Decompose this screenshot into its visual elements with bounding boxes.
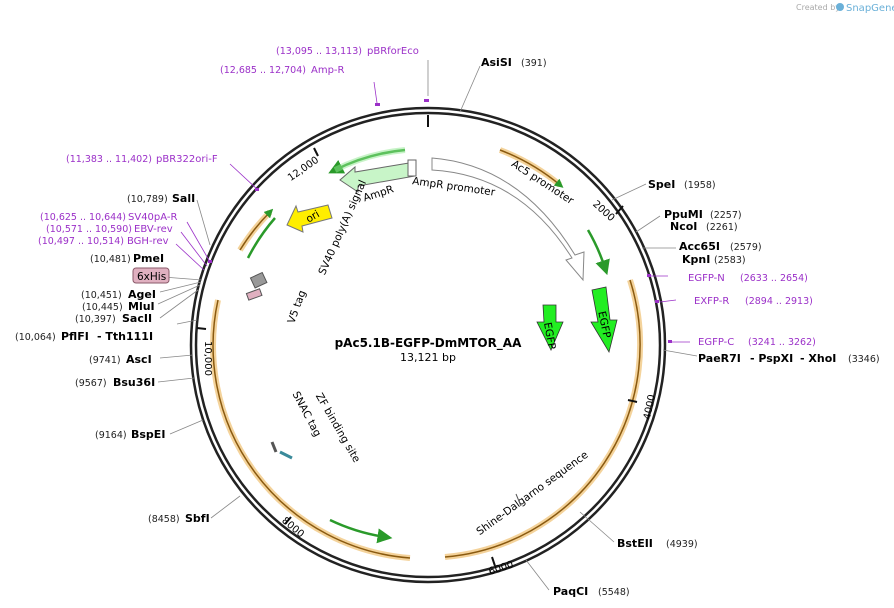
primer-pbr322ori: pBR322ori-F: [156, 154, 218, 165]
tick-4000: 4000: [642, 394, 658, 421]
site-sacii: SacII: [122, 312, 152, 325]
site-spei-pos: (1958): [684, 180, 716, 191]
feature-ori: ori: [304, 208, 322, 225]
plasmid-size: 13,121 bp: [400, 351, 456, 364]
site-mlui: MluI: [128, 300, 155, 313]
primer-ampr: Amp-R: [311, 65, 345, 76]
credit-prefix: Created by: [796, 3, 840, 12]
primer-egfpn: EGFP-N: [688, 273, 725, 284]
primer-ebvrev-pos: (10,571 .. 10,590): [46, 224, 132, 235]
primer-egfpc: EGFP-C: [698, 337, 734, 348]
site-pmei-pos: (10,481): [90, 254, 131, 265]
snapgene-logo-icon: [836, 3, 844, 11]
site-pflfi-pos: (10,064): [15, 332, 56, 343]
site-kpni-pos: (2583): [714, 255, 746, 266]
site-spei: SpeI: [648, 178, 675, 191]
site-tth111i: - Tth111I: [97, 330, 153, 343]
primer-egfpc-pos: (3241 .. 3262): [748, 337, 816, 348]
snac-tag-mark: [279, 450, 293, 460]
primer-bghrev-pos: (10,497 .. 10,514): [38, 236, 124, 247]
site-paqci: PaqCI: [553, 585, 588, 598]
site-ppumi: PpuMI: [664, 208, 703, 221]
site-acc65i: Acc65I: [679, 240, 720, 253]
sixhis-label: 6xHis: [137, 271, 166, 283]
feature-egfp-1: EGFP: [541, 321, 558, 350]
primer-pbrforeco-pos: (13,095 .. 13,113): [276, 46, 362, 57]
site-bsu36i: Bsu36I: [113, 376, 155, 389]
site-paer7i: PaeR7I: [698, 352, 741, 365]
site-sacii-pos: (10,397): [75, 314, 116, 325]
site-mlui-pos: (10,445): [82, 302, 123, 313]
site-agei-pos: (10,451): [81, 290, 122, 301]
primer-egfpn-pos: (2633 .. 2654): [740, 273, 808, 284]
site-pspxi: - PspXI: [750, 352, 793, 365]
tick-6000: 6000: [487, 559, 515, 577]
primer-pbr322ori-pos: (11,383 .. 11,402): [66, 154, 152, 165]
primer-pbrforeco: pBRforEco: [367, 46, 419, 57]
site-ppumi-pos: (2257): [710, 210, 742, 221]
site-bsteii-pos: (4939): [666, 539, 698, 550]
backbone-outer-ring: [189, 106, 667, 584]
site-pmei: PmeI: [133, 252, 164, 265]
primer-exfpr: EXFP-R: [694, 296, 729, 307]
site-pflfi: PflFI: [61, 330, 89, 343]
site-bsu36i-pos: (9567): [75, 378, 107, 389]
sv40-polya-box: [249, 271, 268, 289]
primer-bghrev: BGH-rev: [127, 236, 169, 247]
orf-arrow-right: [586, 229, 610, 276]
site-agei: AgeI: [128, 288, 156, 301]
feature-egfp-2: EGFP: [595, 310, 612, 339]
site-ncoi: NcoI: [670, 220, 697, 233]
plasmid-name: pAc5.1B-EGFP-DmMTOR_AA: [335, 336, 523, 351]
site-bspei-pos: (9164): [95, 430, 127, 441]
site-sali: SalI: [172, 192, 195, 205]
site-asci: AscI: [126, 353, 152, 366]
ampr-arrow: [339, 161, 416, 193]
v5-tag-box: [245, 288, 263, 301]
site-asisi-pos: (391): [521, 58, 547, 69]
site-asci-pos: (9741): [89, 355, 121, 366]
site-bspei: BspEI: [131, 428, 165, 441]
site-sali-pos: (10,789): [127, 194, 168, 205]
site-paer7i-pos: (3346): [848, 354, 880, 365]
primer-sv40pa: SV40pA-R: [128, 212, 177, 223]
orf-arrow-bottom: [329, 518, 393, 544]
tick-10000: 10,000: [202, 341, 213, 376]
zf-binding-mark: [270, 441, 278, 453]
site-kpni: KpnI: [682, 253, 710, 266]
primer-ebvrev: EBV-rev: [134, 224, 173, 235]
ampr-promoter-box: [407, 159, 417, 177]
site-sbfi: SbfI: [185, 512, 210, 525]
site-asisi: AsiSI: [481, 56, 512, 69]
site-paqci-pos: (5548): [598, 587, 630, 598]
ori-arrow: [286, 204, 333, 233]
site-acc65i-pos: (2579): [730, 242, 762, 253]
sixhis-badge: [132, 267, 170, 284]
primer-sv40pa-pos: (10,625 .. 10,644): [40, 212, 126, 223]
site-ncoi-pos: (2261): [706, 222, 738, 233]
egfp-arrow-2: [590, 286, 618, 354]
orf-arrow-left: [246, 217, 276, 259]
primer-ampr-pos: (12,685 .. 12,704): [220, 65, 306, 76]
egfp-arrow-1: [536, 304, 564, 351]
backbone-inner-ring: [194, 111, 662, 579]
primer-exfpr-pos: (2894 .. 2913): [745, 296, 813, 307]
credit-brand: SnapGene: [846, 3, 894, 14]
site-sbfi-pos: (8458): [148, 514, 180, 525]
feature-v5: V5 tag: [286, 289, 309, 325]
site-bsteii: BstEII: [617, 537, 653, 550]
feature-sv40: SV40 poly(A) signal: [316, 178, 369, 277]
ac5-promoter-arrow: [431, 157, 585, 282]
site-xhoi: - XhoI: [800, 352, 836, 365]
